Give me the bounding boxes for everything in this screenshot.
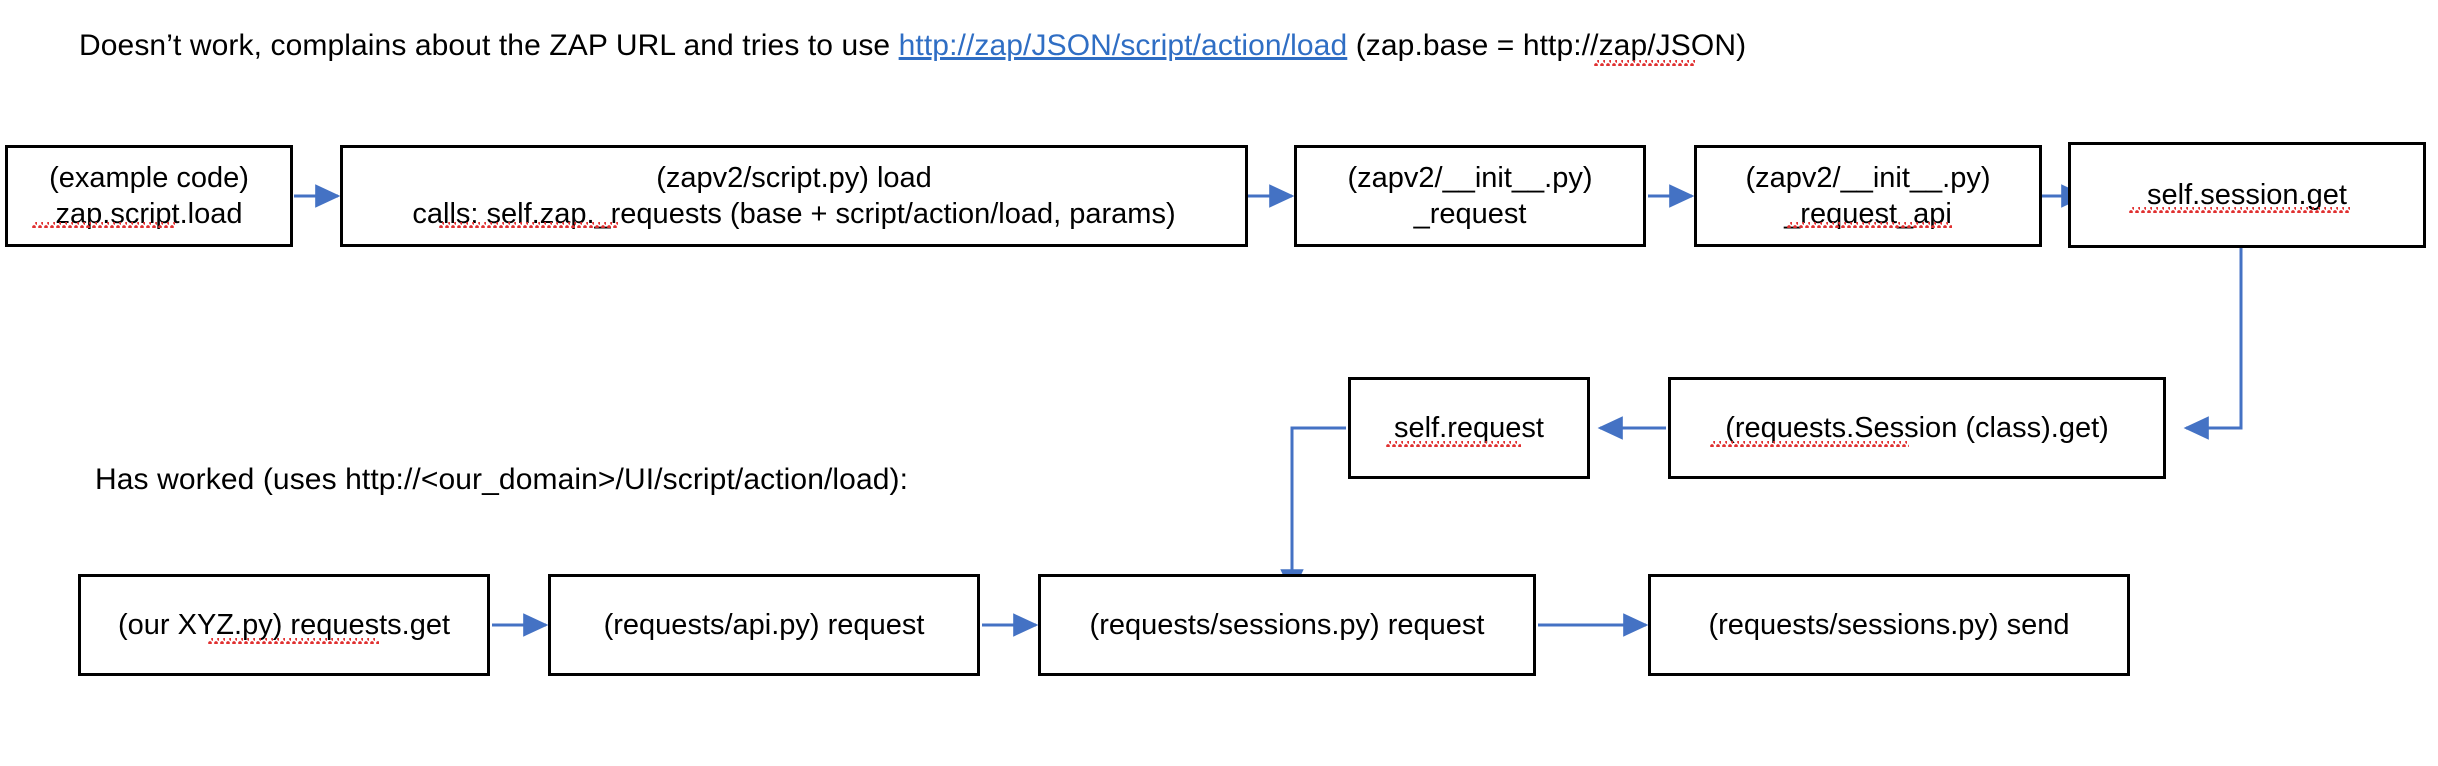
node-self-session-get[interactable]: self.session.get [2068,142,2426,248]
working-flow-caption: Has worked (uses http://<our_domain>/UI/… [95,462,908,498]
node-requests-api-request-label: (requests/api.py) request [603,608,925,641]
node-our-xyz-requests-get-label: (our XYZ.py) requests.get [117,608,451,641]
failing-flow-caption: Doesn’t work, complains about the ZAP UR… [79,28,1746,64]
node-requests-sessions-request-label: (requests/sessions.py) request [1089,608,1485,641]
node-requests-session-class-get-label: (requests.Session (class).get) [1725,411,2109,444]
node-zapv2-init-request[interactable]: (zapv2/__init__.py)_request [1294,145,1646,247]
caption-text-after-link: (zap.base = http://zap/JSON) [1347,29,1747,62]
node-zapv2-init-request-label: (zapv2/__init__.py)_request [1347,161,1593,230]
node-zapv2-init-request-api[interactable]: (zapv2/__init__.py)_request_api [1694,145,2042,247]
node-self-request-label: self.request [1394,411,1544,444]
node-requests-sessions-request[interactable]: (requests/sessions.py) request [1038,574,1536,676]
node-requests-api-request[interactable]: (requests/api.py) request [548,574,980,676]
caption-text-before-link: Doesn’t work, complains about the ZAP UR… [79,29,899,62]
node-our-xyz-requests-get[interactable]: (our XYZ.py) requests.get [78,574,490,676]
arrow-session-get-to-session-class-get [2183,248,2243,440]
node-requests-sessions-send[interactable]: (requests/sessions.py) send [1648,574,2130,676]
node-zapv2-init-request-api-label: (zapv2/__init__.py)_request_api [1745,161,1991,230]
arrow-self-request-to-sessions-request [1280,426,1346,595]
node-self-request[interactable]: self.request [1348,377,1590,479]
zap-json-url-link[interactable]: http://zap/JSON/script/action/load [898,29,1348,62]
node-requests-sessions-send-label: (requests/sessions.py) send [1708,608,2070,641]
node-self-session-get-label: self.session.get [2147,178,2347,211]
node-requests-session-class-get[interactable]: (requests.Session (class).get) [1668,377,2166,479]
working-flow-caption-text: Has worked (uses http://<our_domain>/UI/… [95,463,909,496]
node-example-code[interactable]: (example code)zap.script.load [5,145,293,247]
node-example-code-label: (example code)zap.script.load [49,161,249,230]
